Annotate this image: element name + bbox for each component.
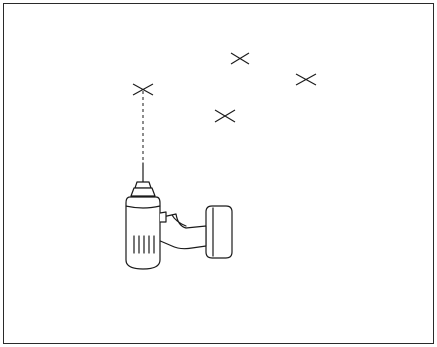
x-mark-left [132, 83, 154, 96]
drill-battery [205, 205, 233, 259]
x-mark-right [295, 73, 317, 86]
frame-border [3, 3, 434, 344]
x-mark-center [214, 109, 236, 123]
drill-icon [125, 162, 233, 270]
x-mark-top [230, 52, 250, 65]
drill-handle [157, 213, 207, 250]
drill-chuck [134, 181, 152, 189]
drill-trigger [159, 211, 167, 223]
